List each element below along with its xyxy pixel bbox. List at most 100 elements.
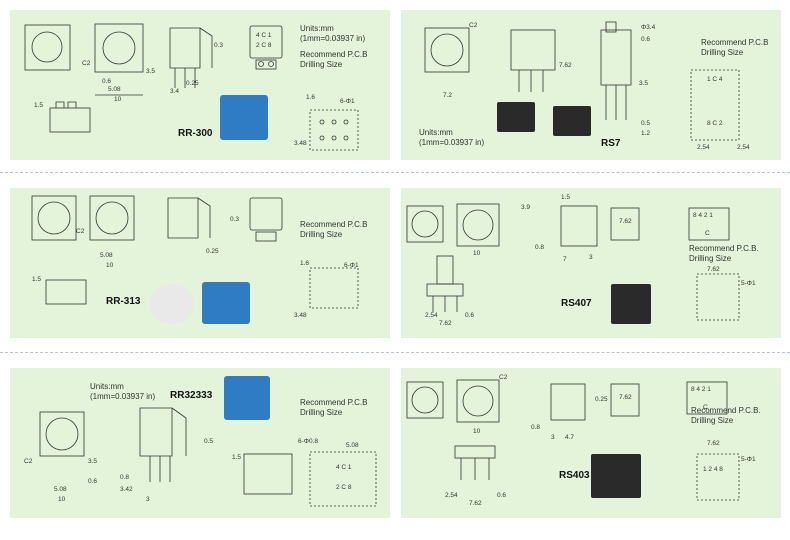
model-rs403: RS403 [559, 470, 590, 481]
dim-348: 3.48 [294, 140, 307, 147]
units-label: Units:mm [300, 24, 334, 33]
hole-spec: 5-Φ1 [741, 280, 756, 287]
panel-rs7: C2 7.2 Φ3.4 0.6 7.62 3.5 0.5 1.2 2.54 2.… [401, 10, 781, 160]
rs7-drawing [424, 21, 740, 141]
dim-72: 7.2 [443, 92, 453, 99]
rr313-drawing [31, 195, 359, 309]
dim-508-b: 5.08 [346, 442, 359, 449]
dim-10: 10 [473, 250, 481, 257]
dim-c2: C2 [82, 60, 91, 67]
drilling-label: Drilling Size [300, 60, 343, 69]
dim-08: 0.8 [531, 424, 541, 431]
drilling-label: Drilling Size [691, 416, 734, 425]
model-rr313: RR-313 [106, 296, 141, 307]
dim-762-b: 7.62 [707, 440, 720, 447]
dim-508: 5.08 [100, 252, 113, 259]
pins-1248: 1 2 4 8 [703, 466, 723, 473]
recommend-label: Recommend P.C.B. [689, 244, 759, 253]
dim-47: 4.7 [565, 434, 575, 441]
dim-7: 7 [563, 256, 567, 263]
drilling-label: Drilling Size [689, 254, 732, 263]
dim-762: 7.62 [559, 62, 572, 69]
dim-15: 1.5 [232, 454, 242, 461]
pins-2c8: 2 C 8 [256, 42, 272, 49]
dim-34: 3.4 [170, 88, 180, 95]
dim-254: 2.54 [425, 312, 438, 319]
hole-spec: 6-Φ0.8 [298, 438, 319, 445]
rs7-switch-photo-1 [497, 102, 535, 132]
panel-rr300: Units:mm (1mm=0.03937 in) Recommend P.C.… [10, 10, 390, 160]
dim-10: 10 [106, 262, 114, 269]
hole-spec: 6-Φ1 [344, 262, 359, 269]
units-conversion: (1mm=0.03937 in) [419, 138, 485, 147]
rr32333-switch-photo [224, 376, 270, 420]
dim-508: 5.08 [54, 486, 67, 493]
rs7-switch-photo-2 [553, 106, 591, 136]
rr313-switch-photo-blue [202, 282, 250, 324]
dim-35: 3.5 [88, 458, 98, 465]
rs403-drawing [406, 379, 740, 501]
dim-025: 0.25 [186, 80, 199, 87]
model-rr300: RR-300 [178, 128, 213, 139]
dim-762-b: 7.62 [707, 266, 720, 273]
panel-rr32333: Units:mm (1mm=0.03937 in) RR32333 Recomm… [10, 368, 390, 518]
units-conversion: (1mm=0.03937 in) [90, 392, 156, 401]
dim-06: 0.6 [88, 478, 98, 485]
dim-c2: C2 [24, 458, 33, 465]
dim-c2: C2 [76, 228, 85, 235]
dim-3: 3 [551, 434, 555, 441]
pins-c: C [705, 230, 710, 237]
model-rs7: RS7 [601, 138, 621, 149]
dim-c2: C2 [469, 22, 478, 29]
dim-3: 3 [589, 254, 593, 261]
hole-spec: 5-Φ1 [741, 456, 756, 463]
pins-8421: 8 4 2 1 [693, 212, 713, 219]
dim-03: 0.3 [230, 216, 240, 223]
dim-508: 5.08 [108, 86, 121, 93]
recommend-label: Recommend P.C.B [300, 220, 368, 229]
pins-2c8: 2 C 8 [336, 484, 352, 491]
drilling-label: Drilling Size [300, 230, 343, 239]
rr32333-drawing [39, 407, 377, 507]
dim-348: 3.48 [294, 312, 307, 319]
units-label: Units:mm [419, 128, 453, 137]
dim-342: 3.42 [120, 486, 133, 493]
pins-8421: 8 4 2 1 [691, 386, 711, 393]
rr300-switch-photo [220, 95, 268, 140]
dim-762-c: 7.62 [469, 500, 482, 507]
dim-3: 3 [146, 496, 150, 503]
dim-254: 2.54 [445, 492, 458, 499]
dim-254-a: 2.54 [697, 144, 710, 151]
dim-15: 1.5 [34, 102, 44, 109]
rr300-drawing [24, 23, 359, 151]
model-rs407: RS407 [561, 298, 592, 309]
dim-16: 1.6 [300, 260, 310, 267]
dim-762: 7.62 [619, 218, 632, 225]
dim-025: 0.25 [595, 396, 608, 403]
panel-rr313: C2 5.08 10 0.3 0.25 1.5 1.6 3.48 6-Φ1 Re… [10, 188, 390, 338]
pins-8c2: 8 C 2 [707, 120, 723, 127]
pins-c: C [703, 404, 708, 411]
rs407-switch-photo [611, 284, 651, 324]
recommend-label: Recommend P.C.B [300, 398, 368, 407]
pins-1c4: 1 C 4 [707, 76, 723, 83]
dim-06: 0.6 [465, 312, 475, 319]
dim-06: 0.6 [641, 36, 651, 43]
dim-10: 10 [58, 496, 66, 503]
model-rr32333: RR32333 [170, 390, 213, 401]
dim-762: 7.62 [619, 394, 632, 401]
dim-c2: C2 [499, 374, 508, 381]
dim-06: 0.6 [102, 78, 112, 85]
dim-35: 3.5 [639, 80, 649, 87]
recommend-label: Recommend P.C.B. [691, 406, 761, 415]
dim-08: 0.8 [120, 474, 130, 481]
rs407-drawing [406, 203, 740, 321]
units-label: Units:mm [90, 382, 124, 391]
pins-4c1: 4 C 1 [336, 464, 352, 471]
dim-025: 0.25 [206, 248, 219, 255]
dim-05: 0.5 [204, 438, 214, 445]
dim-35: 3.5 [146, 68, 156, 75]
hole-spec: 6-Φ1 [340, 98, 355, 105]
dim-39: 3.9 [521, 204, 531, 211]
dim-10: 10 [473, 428, 481, 435]
